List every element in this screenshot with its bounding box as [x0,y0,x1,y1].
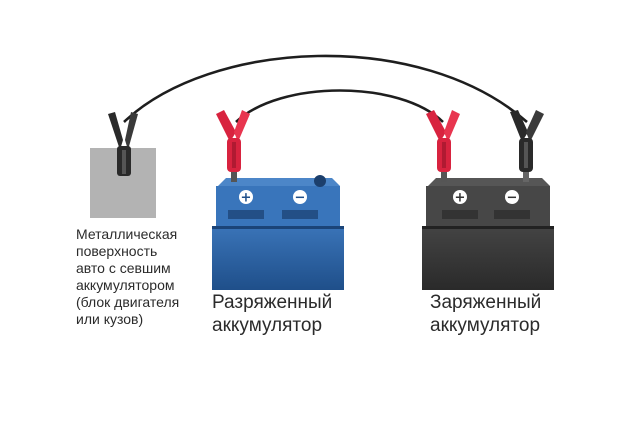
black-clamp-metal [108,112,138,176]
black-cable-long [123,54,528,123]
plus-symbol-dark: + [455,191,466,206]
terminal-minus-blue [293,190,307,204]
discharged-battery [212,175,344,290]
terminal-plus-dark [453,190,467,204]
red-clamp-discharged [216,110,250,182]
battery-body-blue [212,226,344,290]
charged-battery [422,178,554,290]
terminal-minus-dark [505,190,519,204]
vent-cap-blue [314,175,326,187]
black-clamp-charged [510,110,544,182]
battery-top-dark [428,178,550,186]
battery-body-dark [422,226,554,290]
red-clamp-charged [426,110,460,182]
minus-symbol-dark: − [507,191,518,206]
battery-lid-blue [216,186,340,226]
battery-lid-dark [426,186,550,226]
metal-surface-label: Металлическая поверхность авто с севшим … [76,226,180,327]
plus-symbol-blue: + [241,191,252,206]
red-cable-short [235,89,444,123]
terminal-plus-blue [239,190,253,204]
charged-battery-label: Заряженный аккумулятор [430,292,542,336]
battery-top-blue [218,178,340,186]
discharged-battery-label: Разряженный аккумулятор [212,292,333,336]
minus-symbol-blue: − [295,191,306,206]
